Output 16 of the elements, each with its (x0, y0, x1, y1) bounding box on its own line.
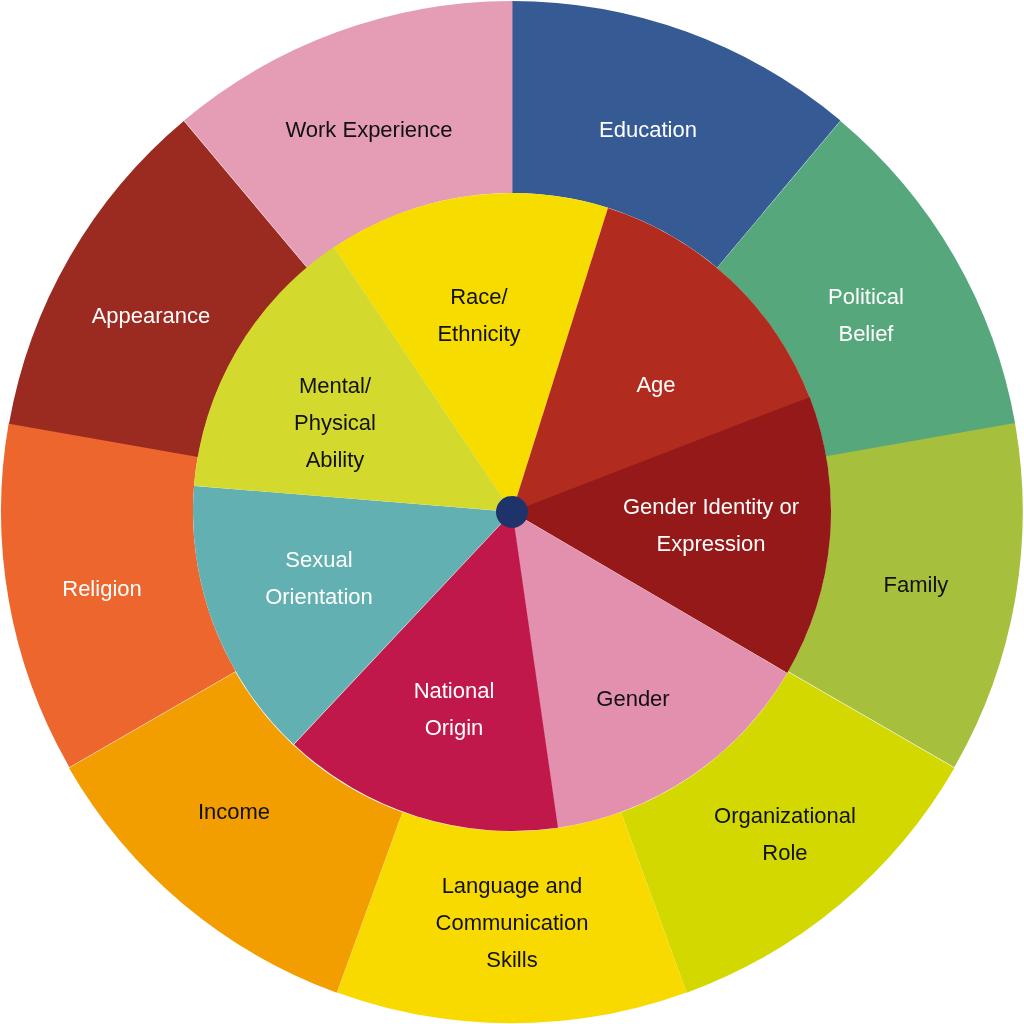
segment-label: Sexual Orientation (264, 546, 374, 611)
segment-label: Gender Identity or Expression (621, 493, 801, 558)
segment-label: Political Belief (827, 283, 905, 348)
segment-label: Education (598, 115, 698, 144)
segment-label: Family (882, 570, 950, 599)
segment-label: Age (635, 370, 677, 399)
segment-label: Work Experience (284, 115, 454, 144)
segment-label: Income (196, 797, 272, 826)
segment-label: Organizational Role (713, 802, 857, 867)
segment-label: National Origin (412, 677, 496, 742)
segment-label: Appearance (90, 301, 212, 330)
segment-label: Language and Communication Skills (434, 871, 590, 974)
segment-label: Race/ Ethnicity (436, 283, 522, 348)
segment-label: Gender (595, 684, 671, 713)
segment-label: Mental/ Physical Ability (293, 371, 377, 474)
segment-label: Religion (61, 574, 143, 603)
